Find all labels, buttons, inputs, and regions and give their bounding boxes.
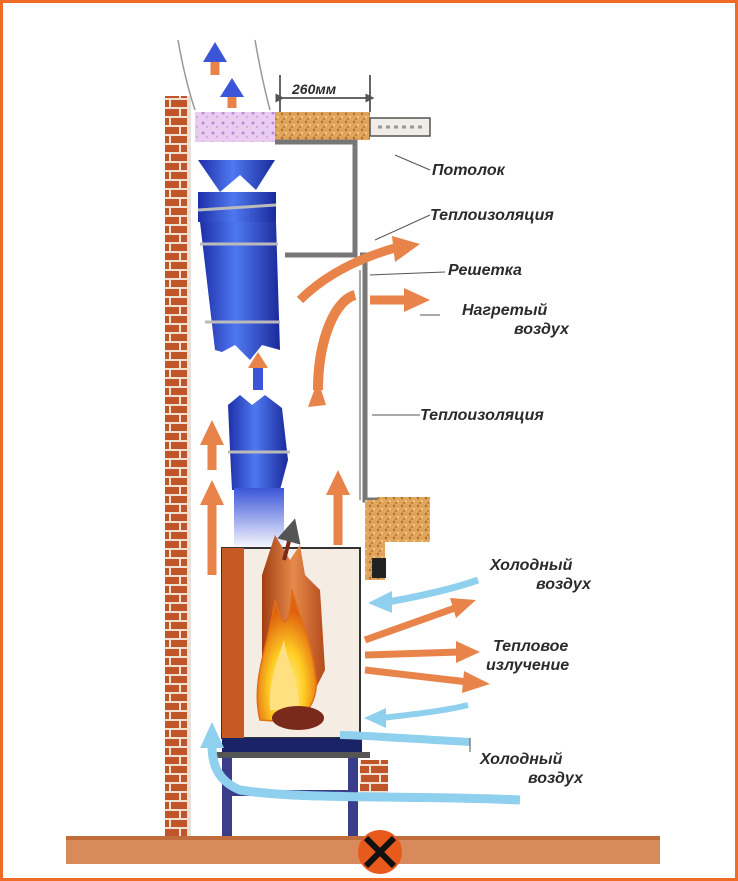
chimney-insulation <box>195 112 275 142</box>
cold-air-top <box>387 576 480 606</box>
hot-air-curve-mid <box>313 290 357 391</box>
top-curve-right <box>254 39 271 111</box>
pipe-lower <box>228 395 288 490</box>
radiation-arrow-3 <box>364 666 469 686</box>
floor-edge <box>66 836 660 840</box>
pipe-cone <box>198 160 275 192</box>
ceiling-beam <box>369 117 431 137</box>
radiation-label-line1: Тепловое <box>493 638 569 655</box>
ceiling-slab <box>275 112 370 140</box>
cold-air-top-label-line2: воздух <box>536 576 591 593</box>
cold-air-top-label-line1: Холодный <box>490 557 573 574</box>
radiation-label-line2: излучение <box>486 657 570 674</box>
grate-label: Решетка <box>448 262 522 279</box>
wall-inner-line <box>187 96 191 836</box>
cold-air-mid <box>381 702 469 721</box>
cold-air-bottom-label-line1: Холодный <box>480 751 563 768</box>
brick-wall <box>165 96 187 836</box>
stand-left-leg <box>222 758 232 836</box>
hot-air-label-line2: воздух <box>514 321 569 338</box>
cold-air-bottom-label-line2: воздух <box>528 770 583 787</box>
cold-air-flow <box>339 731 471 746</box>
pipe-middle <box>200 222 280 360</box>
embers <box>272 706 324 730</box>
ceiling-label: Потолок <box>432 162 505 179</box>
hot-air-to-grate <box>296 243 397 304</box>
radiation-arrow-1 <box>363 604 457 644</box>
insulation-mid-label: Теплоизоляция <box>420 407 544 424</box>
top-curve-left <box>177 39 196 111</box>
cold-air-bottom <box>207 744 521 805</box>
fire-grate <box>222 738 362 754</box>
mantel-block <box>378 497 430 542</box>
insulation-top-label: Теплоизоляция <box>430 207 554 224</box>
hood-casing <box>275 139 358 258</box>
firebox-left <box>222 548 244 738</box>
radiation-arrow-2 <box>364 648 461 659</box>
dimension-label: 260мм <box>292 81 337 97</box>
brand-logo-icon <box>358 830 402 874</box>
hot-air-label-line1: Нагретый <box>462 302 548 319</box>
